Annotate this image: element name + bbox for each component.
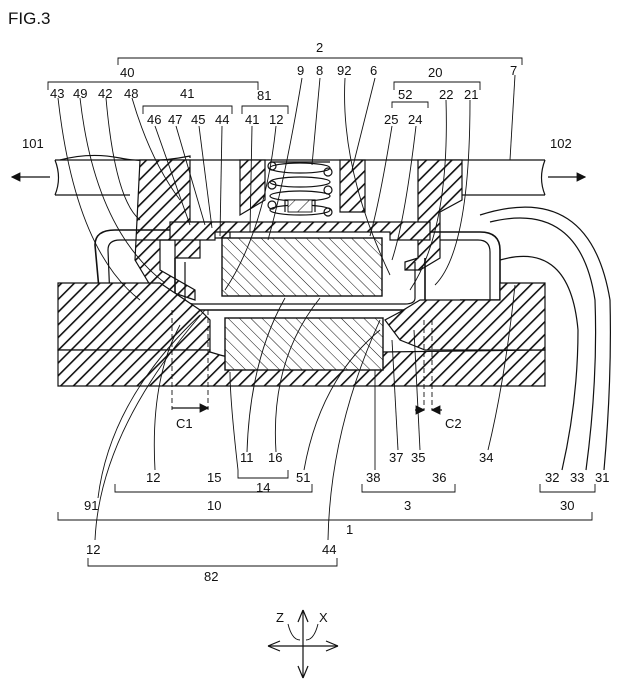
label-34: 34: [479, 450, 493, 465]
label-3: 3: [404, 498, 411, 513]
label-22: 22: [439, 87, 453, 102]
label-7: 7: [510, 63, 517, 78]
label-24: 24: [408, 112, 422, 127]
label-12-lower: 12: [86, 542, 100, 557]
label-92: 92: [337, 63, 351, 78]
label-12-top: 12: [269, 112, 283, 127]
label-9: 9: [297, 63, 304, 78]
label-47: 47: [168, 112, 182, 127]
label-14: 14: [256, 480, 270, 495]
label-44-top: 44: [215, 112, 229, 127]
label-81: 81: [257, 88, 271, 103]
label-44-lower: 44: [322, 542, 336, 557]
label-30: 30: [560, 498, 574, 513]
label-16: 16: [268, 450, 282, 465]
axis-indicator: [267, 609, 339, 679]
label-42: 42: [98, 86, 112, 101]
labels: 2 40 20 7 9 8 92 6 43 49 42 48 41 81 52 …: [22, 40, 609, 625]
label-C1: C1: [176, 416, 193, 431]
label-11: 11: [240, 450, 254, 465]
label-49: 49: [73, 86, 87, 101]
label-91: 91: [84, 498, 98, 513]
wires-31-33: [479, 206, 611, 471]
label-C2: C2: [445, 416, 462, 431]
label-36: 36: [432, 470, 446, 485]
label-82: 82: [204, 569, 218, 584]
label-51: 51: [296, 470, 310, 485]
axis-label-z: Z: [276, 610, 284, 625]
axis-label-x: X: [319, 610, 328, 625]
label-101: 101: [22, 136, 44, 151]
label-10: 10: [207, 498, 221, 513]
label-20: 20: [428, 65, 442, 80]
label-2: 2: [316, 40, 323, 55]
spring-8: [267, 161, 333, 217]
label-41-mid: 41: [245, 112, 259, 127]
label-33: 33: [570, 470, 584, 485]
label-6: 6: [370, 63, 377, 78]
label-1: 1: [346, 522, 353, 537]
label-21: 21: [464, 87, 478, 102]
chip-upper: [221, 237, 383, 297]
label-32: 32: [545, 470, 559, 485]
upper-panel: [54, 154, 546, 196]
label-35: 35: [411, 450, 425, 465]
label-45: 45: [191, 112, 205, 127]
label-12-bottom: 12: [146, 470, 160, 485]
figure-title: FIG.3: [8, 9, 51, 28]
label-15: 15: [207, 470, 221, 485]
bottom-braces: [57, 470, 596, 567]
cover-40-top: [239, 159, 266, 217]
label-46: 46: [147, 112, 161, 127]
label-38: 38: [366, 470, 380, 485]
label-48: 48: [124, 86, 138, 101]
base-plate-right: [384, 282, 546, 351]
casing-30: [94, 229, 501, 301]
label-25: 25: [384, 112, 398, 127]
label-43: 43: [50, 86, 64, 101]
label-37: 37: [389, 450, 403, 465]
label-40: 40: [120, 65, 134, 80]
label-31: 31: [595, 470, 609, 485]
label-41-top: 41: [180, 86, 194, 101]
label-8: 8: [316, 63, 323, 78]
cover-20-right: [404, 159, 463, 271]
leader-lines: [57, 74, 516, 541]
chip-lower: [224, 317, 384, 371]
label-52: 52: [398, 87, 412, 102]
top-braces: [47, 57, 523, 114]
label-102: 102: [550, 136, 572, 151]
plate-45: [169, 221, 431, 241]
